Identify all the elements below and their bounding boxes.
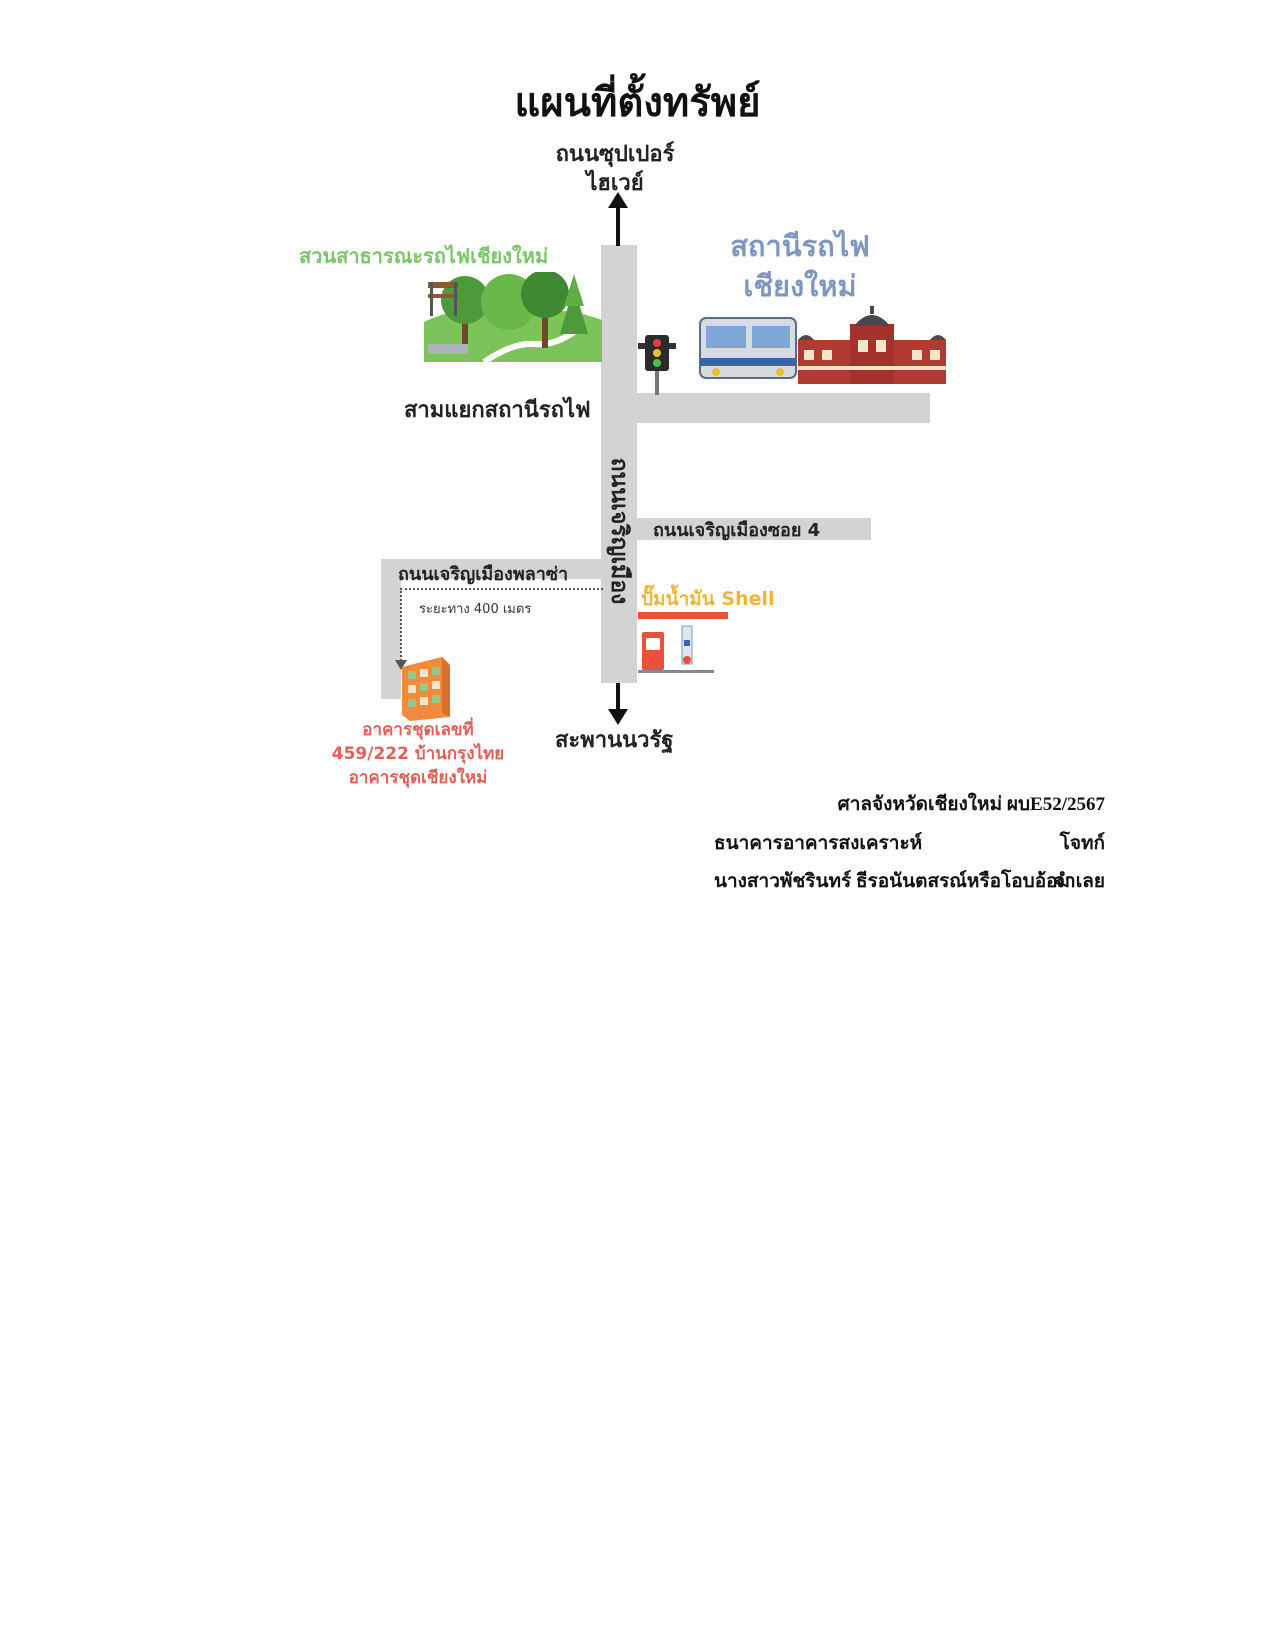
soi4-road	[637, 518, 871, 540]
park-label: สวนสาธารณะรถไฟเชียงใหม่	[299, 244, 549, 268]
north-road-label: ถนนซุปเปอร์ ไฮเวย์	[555, 142, 675, 196]
property-label: อาคารชุดเลขที่ 459/222 บ้านกรุงไทย อาคาร…	[331, 720, 505, 788]
south-arrow-icon	[608, 683, 628, 725]
court-case-line: ศาลจังหวัดเชียงใหม่ ผบE52/2567	[837, 794, 1105, 815]
defendant-name: นางสาวพัชรินทร์ ธีรอนันตสรณ์หรือโอบอ้อม	[714, 871, 1071, 892]
station-label: สถานีรถไฟ เชียงใหม่	[730, 229, 870, 303]
south-road-label: สะพานนวรัฐ	[555, 728, 674, 753]
route-arrow-icon	[395, 660, 407, 670]
train-icon	[699, 317, 797, 379]
building-icon	[402, 657, 450, 721]
plaza-road-label: ถนนเจริญเมืองพลาซ่า	[398, 564, 569, 585]
gas-station-label: ปั๊มน้ำมัน Shell	[641, 588, 775, 610]
plaintiff-role: โจทก์	[1059, 833, 1105, 854]
plaintiff-name: ธนาคารอาคารสงเคราะห์	[714, 833, 923, 854]
traffic-light-icon	[638, 335, 676, 395]
north-arrow-icon	[608, 192, 628, 246]
main-road	[601, 245, 637, 683]
plaza-road-branch	[381, 559, 401, 699]
gas-station-icon	[638, 612, 728, 673]
defendant-role: จำเลย	[1053, 871, 1105, 892]
plaza-road	[381, 559, 601, 579]
station-road	[637, 393, 930, 423]
distance-label: ระยะทาง 400 เมตร	[419, 602, 532, 617]
soi4-label: ถนนเจริญเมืองซอย 4	[653, 520, 821, 541]
park-icon	[424, 272, 602, 362]
station-building-icon	[798, 306, 946, 384]
junction-label: สามแยกสถานีรถไฟ	[404, 398, 591, 423]
main-road-label: ถนนเจริญเมือง	[606, 457, 632, 605]
page-title: แผนที่ตั้งทรัพย์	[514, 80, 761, 126]
distance-route	[400, 588, 603, 668]
